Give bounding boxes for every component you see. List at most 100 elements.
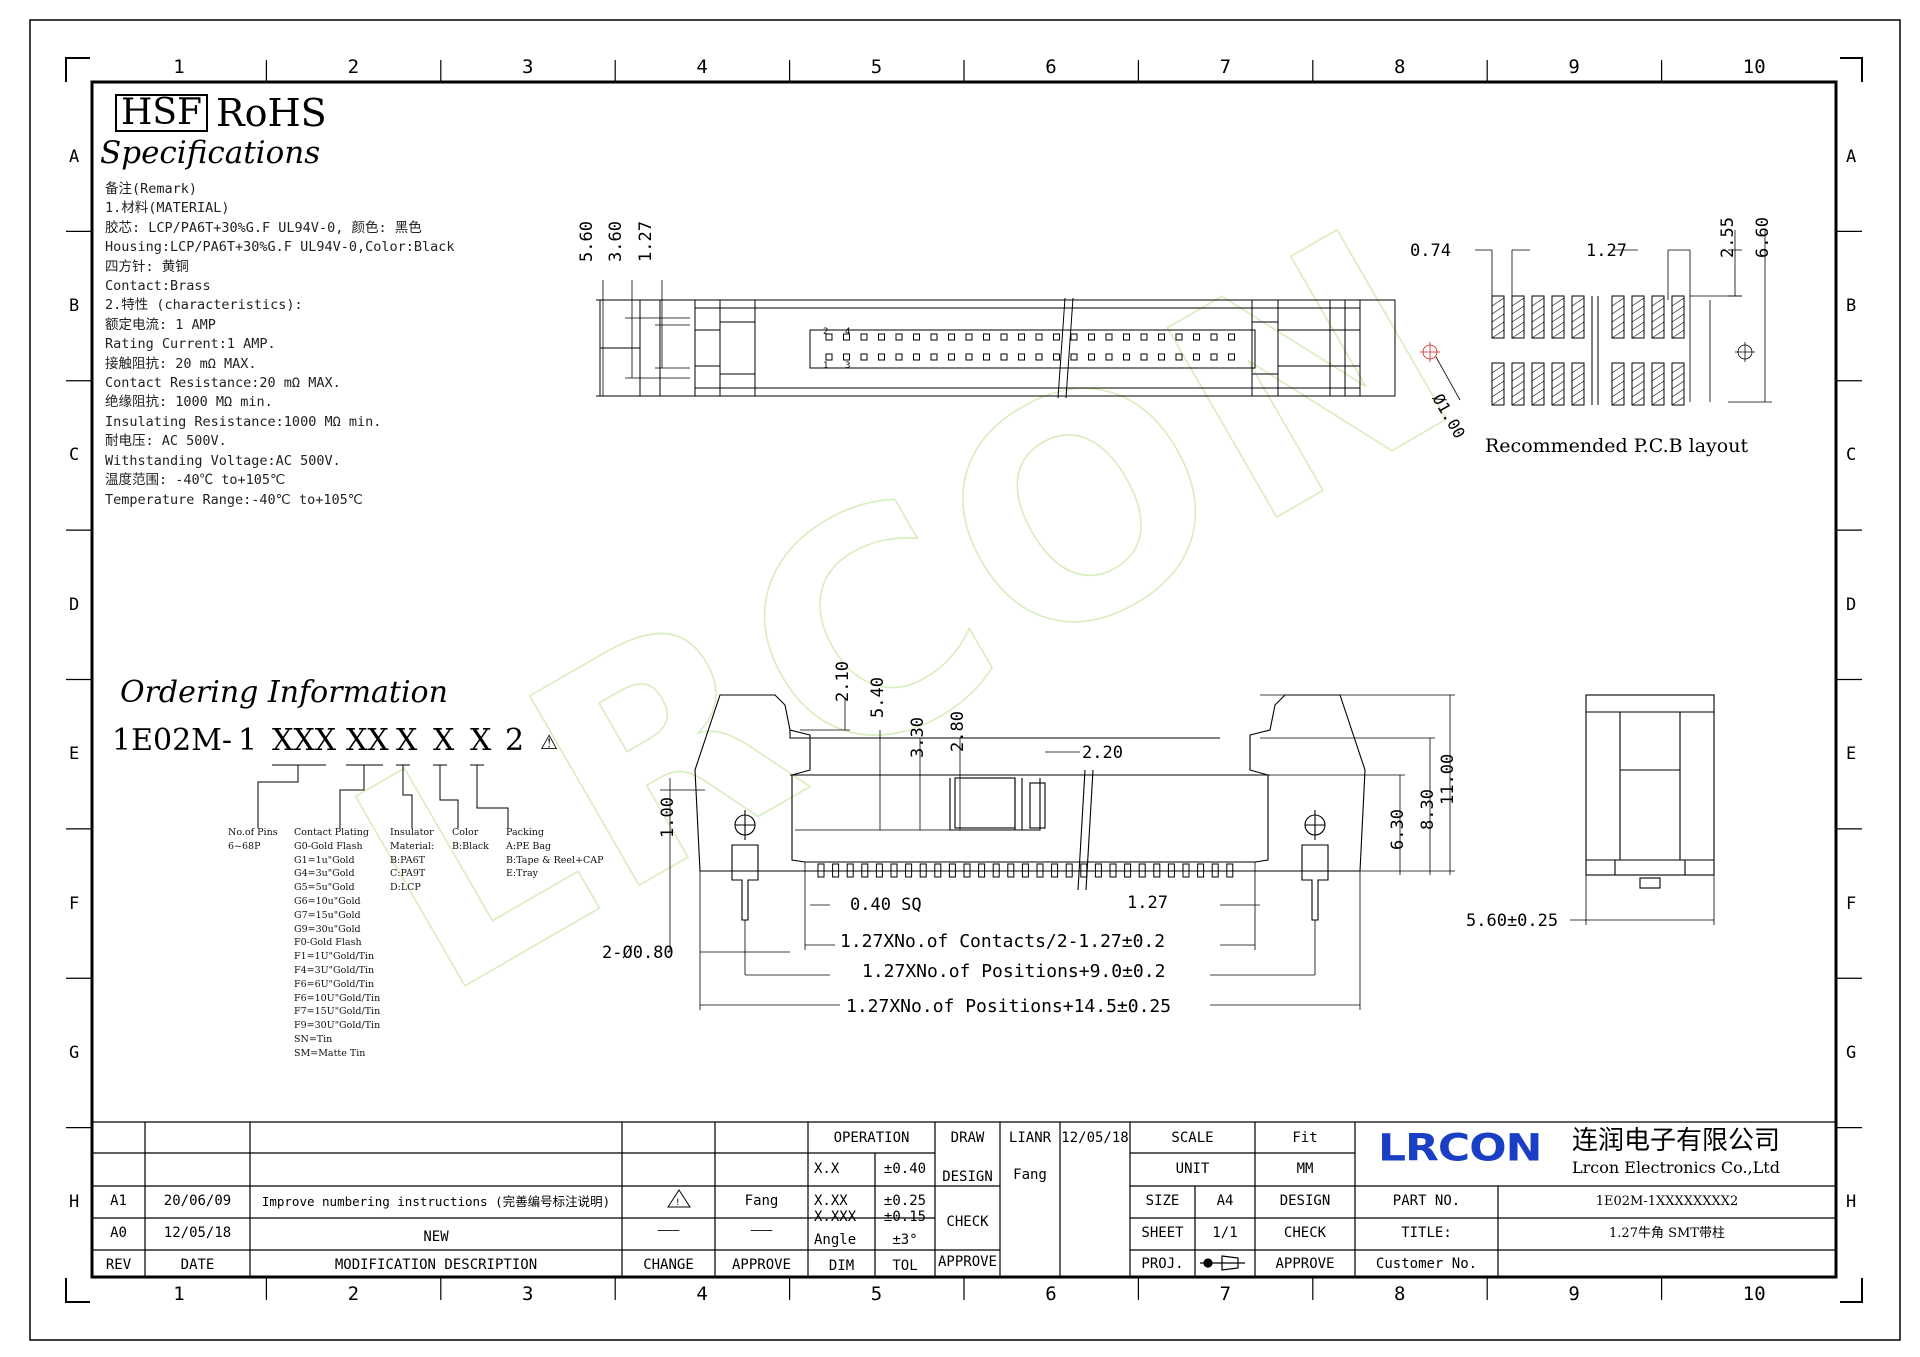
- pcb-dim-074: 0.74: [1410, 241, 1451, 261]
- top-view-pin: [1105, 353, 1113, 361]
- pcb-pad-hatch: [1571, 321, 1585, 331]
- pcb-pad-hatch: [1611, 364, 1625, 374]
- pcb-pad-hatch: [1571, 388, 1585, 398]
- pcb-pad-hatch: [1491, 380, 1505, 390]
- tol-value-2: ±0.25: [883, 1193, 927, 1209]
- front-view-pin: [1226, 863, 1234, 878]
- pcb-pad-hatch: [1551, 364, 1565, 374]
- order-plating-item: SN=Tin: [294, 1033, 333, 1045]
- pcb-pad-hatch: [1511, 297, 1525, 307]
- pcb-pad-hatch: [1671, 329, 1685, 339]
- top-view-pin: [1140, 353, 1148, 361]
- zone-col-label: 5: [870, 56, 883, 78]
- tb-draw-date: 12/05/18: [1061, 1130, 1129, 1146]
- top-view-pin: [1123, 353, 1130, 361]
- order-code-plating: XX: [346, 723, 389, 758]
- pcb-layout-dims: [1420, 230, 1772, 403]
- top-view-pin: [948, 353, 955, 361]
- pcb-pad-hatch: [1631, 329, 1645, 339]
- front-view-pin: [1124, 863, 1132, 878]
- tol-dim-1: X.X: [814, 1161, 840, 1177]
- order-insulator-item: C:PA9T: [390, 868, 426, 880]
- pcb-pad-hatch: [1511, 305, 1525, 315]
- pcb-pad-hatch: [1531, 329, 1545, 339]
- order-plating-item: G9=30u"Gold: [294, 923, 361, 935]
- front-view-pin: [846, 863, 854, 878]
- zone-col-label: 7: [1219, 1283, 1232, 1305]
- top-view-pin: [1000, 333, 1008, 341]
- side-dim: 5.60±0.25: [1466, 911, 1558, 931]
- top-view-pin: [1018, 333, 1025, 341]
- specs-title: Specifications: [100, 135, 321, 171]
- company-name-cn: 连润电子有限公司: [1572, 1126, 1781, 1156]
- zone-col-label: 10: [1742, 1283, 1766, 1305]
- pcb-pad-hatch: [1511, 396, 1525, 406]
- front-dim-220: 2.20: [1082, 743, 1123, 763]
- order-plating-item: F6=6U"Gold/Tin: [294, 978, 375, 990]
- pcb-dim-127: 1.27: [1586, 241, 1627, 261]
- front-view-pin: [948, 863, 956, 878]
- pcb-pad-hatch: [1571, 380, 1585, 390]
- pcb-pad-hatch: [1671, 396, 1685, 406]
- order-insulator-item: D:LCP: [390, 882, 421, 894]
- tb-scale-label: SCALE: [1171, 1130, 1214, 1146]
- tb-desc-header: MODIFICATION DESCRIPTION: [334, 1257, 538, 1273]
- order-plating-item: G5=5u"Gold: [294, 882, 355, 894]
- top-view-pin: [913, 333, 920, 341]
- pcb-pad-hatch: [1631, 380, 1645, 390]
- zone-col-label: 9: [1568, 56, 1580, 78]
- zone-col-label: 8: [1394, 56, 1406, 78]
- order-insulator-item: Insulator: [390, 827, 434, 838]
- tb-part-no-value: 1E02M-1XXXXXXXX2: [1595, 1194, 1739, 1209]
- order-code-insulator: X: [396, 723, 418, 758]
- order-code-1: 1: [238, 723, 258, 758]
- top-view-pin: [895, 333, 903, 341]
- watermark-text: LRCON: [302, 160, 1514, 1061]
- pcb-pad: [1551, 362, 1565, 406]
- front-view-pins: [817, 863, 1234, 878]
- proj-symbol-icon: [1200, 1255, 1245, 1271]
- pcb-pad-hatch: [1491, 329, 1505, 339]
- zone-row-label: G: [69, 1042, 80, 1063]
- zone-row-label: C: [69, 445, 80, 466]
- pcb-pad-hatch: [1671, 380, 1685, 390]
- pcb-pad-hatch: [1511, 388, 1525, 398]
- top-view-pin: [1053, 353, 1060, 361]
- pcb-dim-255: 2.55: [1718, 217, 1738, 258]
- order-plating-item: F4=3U"Gold/Tin: [294, 964, 375, 976]
- zone-row-label: D: [1846, 594, 1857, 615]
- front-dim-127: 1.27: [1127, 893, 1168, 913]
- front-dim-830: 8.30: [1418, 789, 1438, 830]
- spec-line: 1.材料(MATERIAL): [105, 200, 230, 217]
- top-view-pin: [1228, 333, 1235, 341]
- tb-unit-label: UNIT: [1175, 1161, 1210, 1177]
- tb-customer-label: Customer No.: [1375, 1256, 1478, 1272]
- top-view-pin: [1158, 353, 1165, 361]
- pcb-pad-hatch: [1491, 396, 1505, 406]
- pcb-pad-hatch: [1571, 305, 1585, 315]
- order-packing-col: Packing A:PE Bag B:Tape & Reel+CAP E:Tra…: [506, 826, 604, 881]
- pcb-pad-hatch: [1531, 305, 1545, 315]
- spec-line: Withstanding Voltage:AC 500V.: [105, 452, 341, 469]
- zone-col-label: 9: [1568, 1283, 1580, 1305]
- tb-check-label: CHECK: [946, 1214, 989, 1230]
- pcb-pad-hatch: [1551, 313, 1565, 323]
- top-dim-360: 3.60: [606, 221, 626, 262]
- pin-label-4: 4: [845, 327, 850, 337]
- pcb-pad-hatch: [1631, 364, 1645, 374]
- spec-line: Rating Current:1 AMP.: [105, 336, 276, 353]
- top-view-pin: [1193, 353, 1200, 361]
- spec-list: 备注(Remark) 1.材料(MATERIAL) 胶芯: LCP/PA6T+3…: [105, 180, 455, 510]
- front-dim-330: 3.30: [908, 717, 928, 758]
- spec-line: 接触阻抗: 20 mΩ MAX.: [105, 355, 257, 372]
- spec-line: Contact Resistance:20 mΩ MAX.: [105, 375, 341, 392]
- pcb-pad-hatch: [1571, 364, 1585, 374]
- pcb-pad-hatch: [1571, 297, 1585, 307]
- spec-line: 绝缘阻抗: 1000 MΩ min.: [105, 394, 273, 411]
- top-view-pin: [1140, 333, 1148, 341]
- tb-tol-label: TOL: [892, 1258, 918, 1274]
- top-view-pin: [1088, 353, 1095, 361]
- top-view-pin: [930, 353, 938, 361]
- zone-col-label: 2: [347, 1283, 360, 1305]
- pcb-pad: [1611, 362, 1625, 406]
